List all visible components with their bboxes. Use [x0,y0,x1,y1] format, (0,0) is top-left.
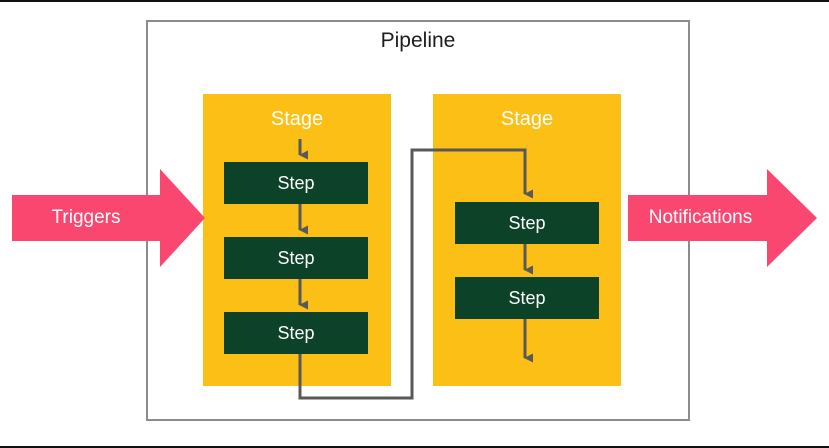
stage-2-step-1-box[interactable] [455,202,599,244]
stage-2-step-2-box[interactable] [455,277,599,319]
stage-1-step-1-box[interactable] [224,162,368,204]
triggers-arrow-shape[interactable] [12,169,205,267]
connector-stage1-to-stage2 [298,148,533,400]
stage-1-step-3-box[interactable] [224,312,368,354]
stage-1-step-2-box[interactable] [224,237,368,279]
notifications-arrow-shape[interactable] [628,169,817,267]
